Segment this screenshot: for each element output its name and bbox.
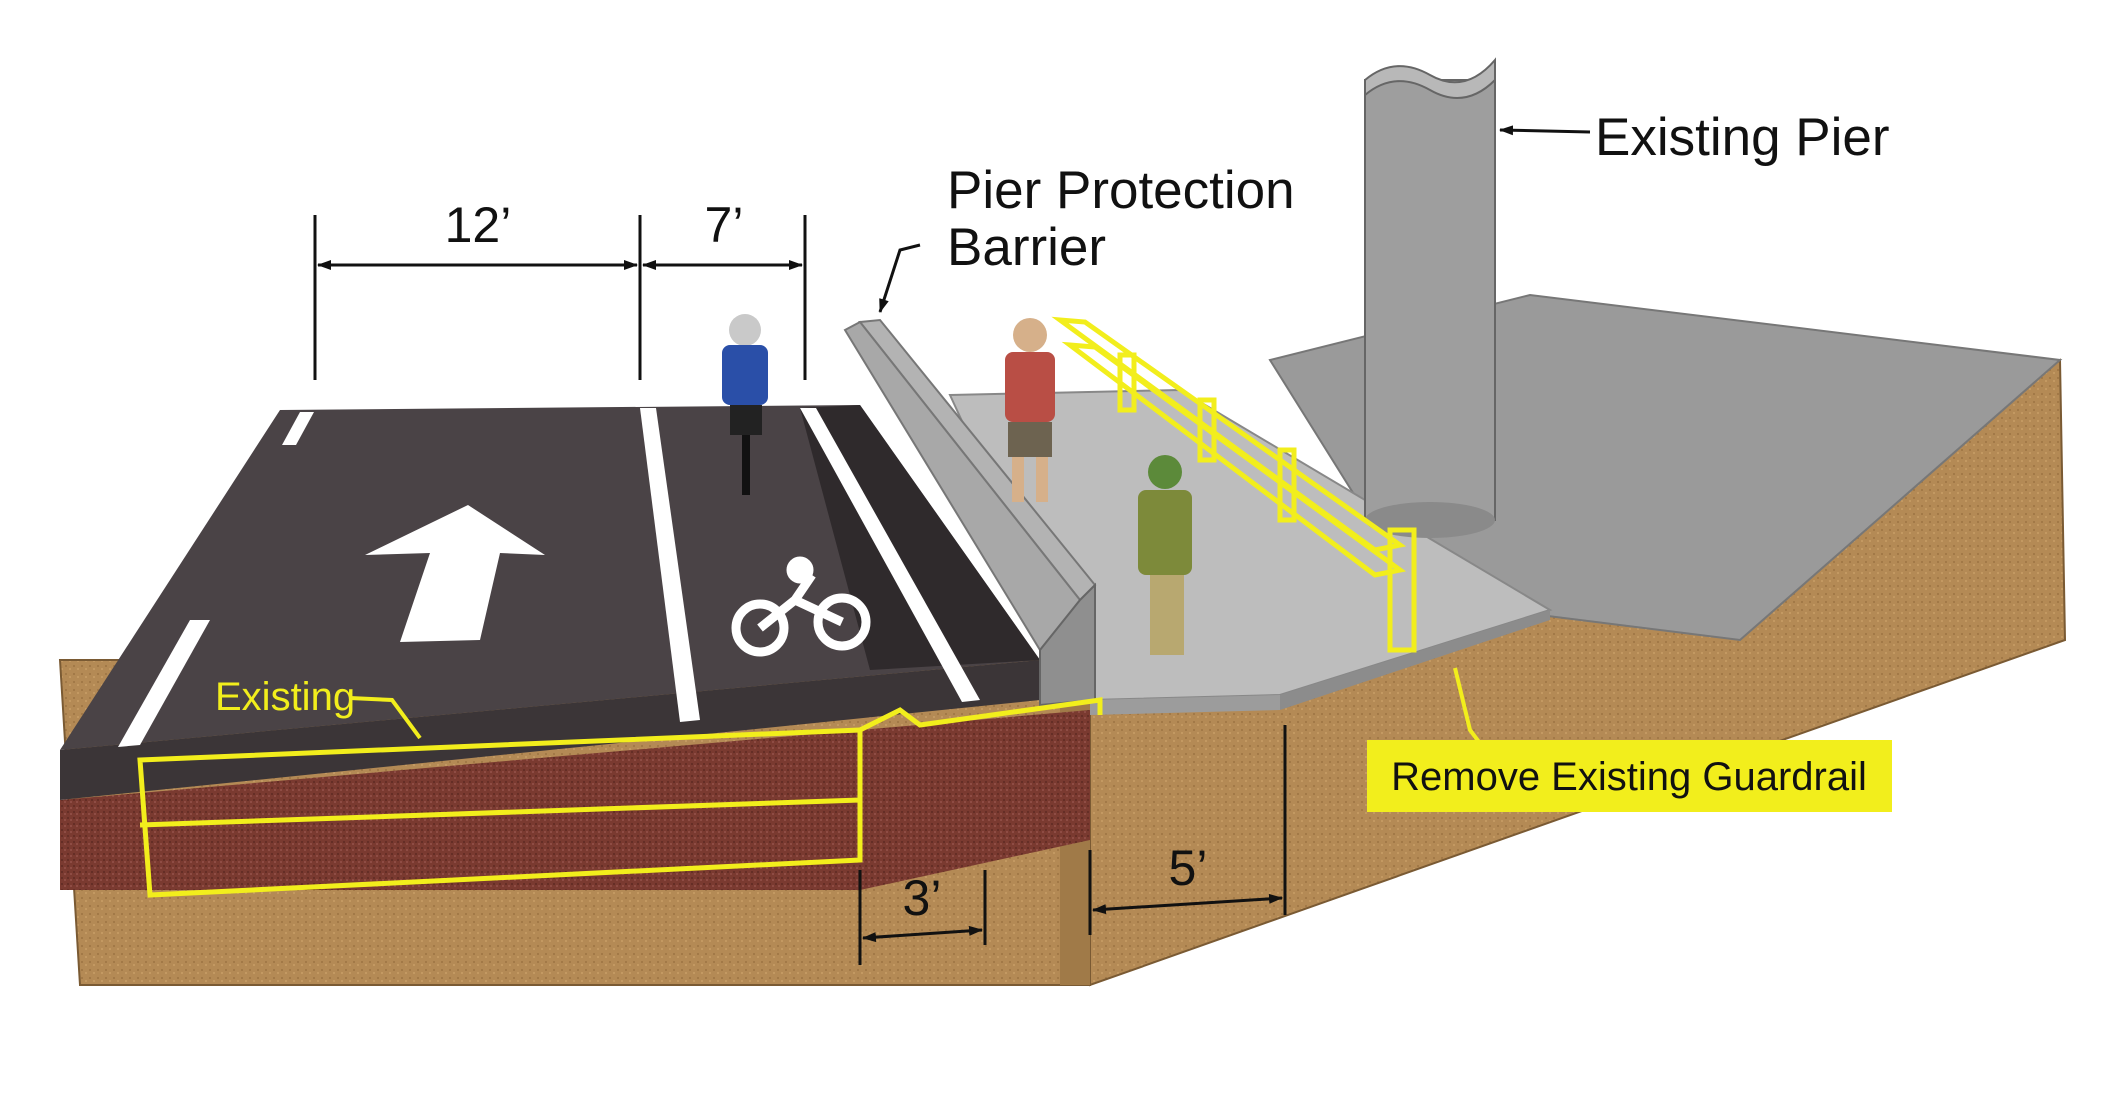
existing-section-outline (137, 697, 1103, 898)
bicycle-icon (731, 556, 871, 657)
remove-guardrail-callout: Remove Existing Guardrail (1367, 740, 1892, 812)
existing-guardrail (1051, 316, 1417, 653)
lane-markings (118, 408, 980, 747)
pedestrian-2 (1138, 455, 1192, 655)
pier-protection-barrier (843, 318, 1097, 707)
pedestrian-1 (1005, 318, 1055, 502)
label-remove-guardrail: Remove Existing Guardrail (1391, 755, 1867, 799)
dim-bike-lane: 7’ (705, 197, 744, 253)
label-pier-protection-line2: Barrier (947, 218, 1106, 277)
dim-buffer: 3’ (903, 870, 942, 926)
label-pier-protection-line1: Pier Protection (947, 161, 1295, 220)
dim-sidewalk: 5’ (1169, 840, 1208, 896)
label-existing: Existing (215, 675, 355, 719)
dim-travel-lane: 12’ (445, 197, 512, 253)
label-existing-pier: Existing Pier (1595, 108, 1890, 167)
existing-pier (1364, 57, 1496, 538)
cyclist (722, 314, 768, 495)
sidewalk (948, 388, 1553, 715)
roadway (60, 405, 1090, 890)
up-arrow-icon (365, 505, 545, 642)
dimension-lines (313, 215, 1287, 965)
leader-lines (878, 125, 1591, 313)
